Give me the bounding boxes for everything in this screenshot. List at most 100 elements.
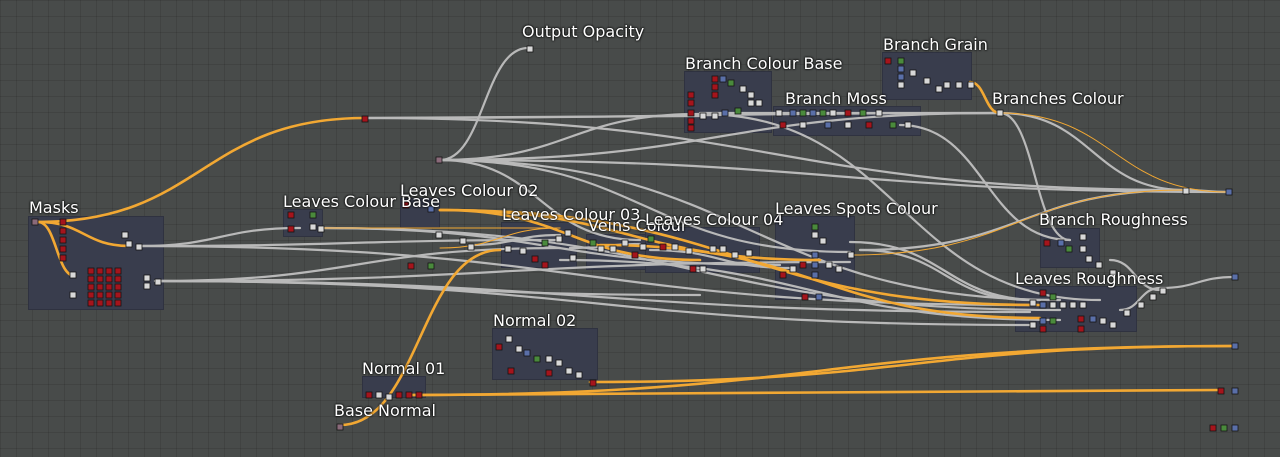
- node-port-69[interactable]: [897, 81, 905, 89]
- node-port-4[interactable]: [59, 236, 67, 244]
- node-port-2[interactable]: [59, 218, 67, 226]
- highlighted-link-9[interactable]: [588, 344, 1237, 384]
- node-port-136[interactable]: [811, 271, 819, 279]
- frame-title-base-normal[interactable]: Base Normal: [334, 401, 436, 420]
- node-port-162[interactable]: [1039, 325, 1047, 333]
- node-port-168[interactable]: [1123, 309, 1131, 317]
- node-port-130[interactable]: [811, 231, 819, 239]
- frame-title-branches-colour[interactable]: Branches Colour: [992, 89, 1124, 108]
- node-port-117[interactable]: [631, 251, 639, 259]
- node-port-50[interactable]: [687, 117, 695, 125]
- node-port-121[interactable]: [671, 243, 679, 251]
- node-port-94[interactable]: [287, 225, 295, 233]
- node-port-170[interactable]: [1149, 293, 1157, 301]
- node-port-180[interactable]: [575, 371, 583, 379]
- node-port-189[interactable]: [415, 391, 423, 399]
- node-port-88[interactable]: [799, 121, 807, 129]
- node-port-174[interactable]: [515, 345, 523, 353]
- node-port-187[interactable]: [395, 391, 403, 399]
- node-link-34[interactable]: [848, 240, 1042, 302]
- node-port-51[interactable]: [687, 124, 695, 132]
- node-port-84[interactable]: [875, 109, 883, 117]
- node-port-126[interactable]: [719, 245, 727, 253]
- node-port-175[interactable]: [523, 349, 531, 357]
- node-port-158[interactable]: [1079, 301, 1087, 309]
- node-port-165[interactable]: [1089, 315, 1097, 323]
- node-port-85[interactable]: [889, 121, 897, 129]
- node-port-169[interactable]: [1137, 301, 1145, 309]
- node-port-54[interactable]: [711, 91, 719, 99]
- node-port-49[interactable]: [687, 109, 695, 117]
- node-port-143[interactable]: [1043, 239, 1051, 247]
- node-link-1[interactable]: [438, 46, 530, 162]
- frame-title-branch-colour-base[interactable]: Branch Colour Base: [685, 54, 843, 73]
- node-port-155[interactable]: [1049, 301, 1057, 309]
- node-port-58[interactable]: [747, 91, 755, 99]
- node-port-41[interactable]: [1231, 342, 1239, 350]
- node-port-184[interactable]: [365, 391, 373, 399]
- node-link-4[interactable]: [438, 158, 1062, 302]
- node-port-105[interactable]: [504, 245, 512, 253]
- node-port-1[interactable]: [31, 218, 39, 226]
- node-port-47[interactable]: [687, 91, 695, 99]
- highlighted-link-12[interactable]: [598, 243, 1042, 320]
- node-port-113[interactable]: [589, 239, 597, 247]
- node-port-138[interactable]: [835, 265, 843, 273]
- node-port-10[interactable]: [87, 267, 95, 275]
- node-port-115[interactable]: [609, 245, 617, 253]
- node-port-44[interactable]: [1209, 424, 1217, 432]
- node-port-13[interactable]: [114, 267, 122, 275]
- node-port-142[interactable]: [815, 293, 823, 301]
- node-port-80[interactable]: [819, 109, 827, 117]
- node-port-173[interactable]: [505, 335, 513, 343]
- node-link-32[interactable]: [558, 258, 1062, 322]
- node-port-28[interactable]: [105, 299, 113, 307]
- node-port-16[interactable]: [105, 275, 113, 283]
- frame-title-leaves-colour-04[interactable]: Leaves Colour 04: [645, 210, 784, 229]
- frame-title-branch-moss[interactable]: Branch Moss: [785, 89, 887, 108]
- node-port-90[interactable]: [844, 121, 852, 129]
- node-port-166[interactable]: [1099, 317, 1107, 325]
- node-port-133[interactable]: [799, 261, 807, 269]
- node-port-77[interactable]: [789, 109, 797, 117]
- frame-title-leaves-colour-02[interactable]: Leaves Colour 02: [400, 181, 539, 200]
- node-port-188[interactable]: [405, 391, 413, 399]
- node-port-92[interactable]: [996, 109, 1004, 117]
- highlighted-link-6[interactable]: [338, 248, 502, 427]
- node-port-98[interactable]: [402, 201, 410, 209]
- node-port-124[interactable]: [699, 265, 707, 273]
- node-port-132[interactable]: [789, 265, 797, 273]
- node-port-122[interactable]: [685, 247, 693, 255]
- node-port-53[interactable]: [711, 83, 719, 91]
- node-link-20[interactable]: [468, 233, 562, 247]
- frame-title-normal-02[interactable]: Normal 02: [493, 311, 577, 330]
- node-port-55[interactable]: [719, 75, 727, 83]
- node-port-137[interactable]: [825, 261, 833, 269]
- node-port-68[interactable]: [897, 73, 905, 81]
- node-port-131[interactable]: [819, 237, 827, 245]
- node-port-46[interactable]: [1231, 424, 1239, 432]
- node-port-62[interactable]: [721, 109, 729, 117]
- node-port-32[interactable]: [154, 278, 162, 286]
- node-port-91[interactable]: [865, 121, 873, 129]
- node-port-106[interactable]: [519, 247, 527, 255]
- node-port-34[interactable]: [69, 291, 77, 299]
- node-port-76[interactable]: [775, 109, 783, 117]
- node-port-57[interactable]: [739, 85, 747, 93]
- node-port-190[interactable]: [336, 423, 344, 431]
- node-port-38[interactable]: [1182, 187, 1190, 195]
- node-port-45[interactable]: [1220, 424, 1228, 432]
- highlight-thin-link-2[interactable]: [849, 189, 1186, 256]
- node-port-70[interactable]: [909, 69, 917, 77]
- node-port-144[interactable]: [1057, 239, 1065, 247]
- node-link-35[interactable]: [1108, 258, 1162, 292]
- node-port-37[interactable]: [361, 115, 369, 123]
- node-port-18[interactable]: [87, 283, 95, 291]
- node-port-107[interactable]: [531, 255, 539, 263]
- node-port-109[interactable]: [541, 239, 549, 247]
- node-port-176[interactable]: [533, 355, 541, 363]
- frame-branch-moss[interactable]: [773, 106, 921, 136]
- node-link-3[interactable]: [438, 111, 1002, 162]
- frame-title-output-opacity[interactable]: Output Opacity: [522, 22, 645, 41]
- node-port-7[interactable]: [121, 231, 129, 239]
